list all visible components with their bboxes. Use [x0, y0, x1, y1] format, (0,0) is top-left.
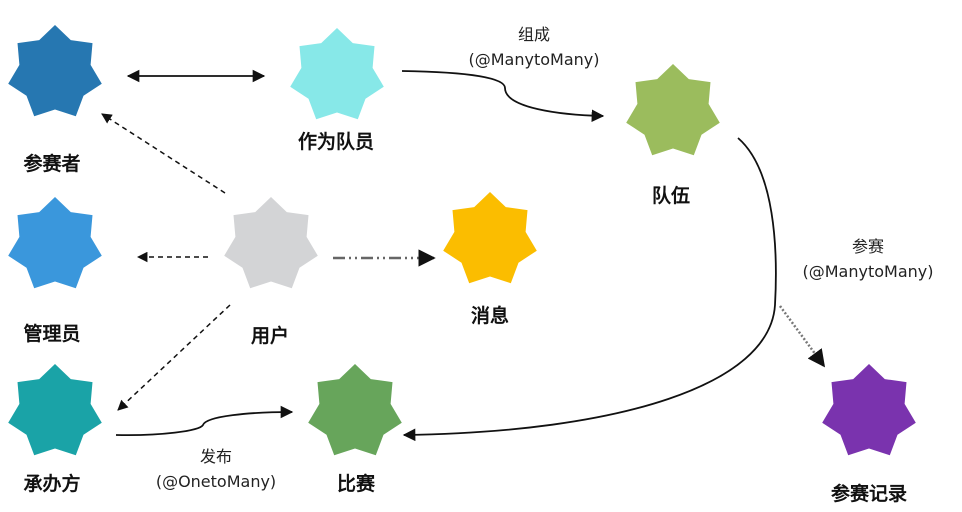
- compose-label: 组成: [518, 25, 550, 44]
- user-label: 用户: [251, 324, 289, 347]
- team-entryrecord-edge: [778, 305, 826, 368]
- team-competition-edge: [402, 137, 777, 442]
- admin-label: 管理员: [23, 322, 80, 345]
- message-node: [443, 192, 537, 284]
- participant-label: 参赛者: [23, 152, 80, 175]
- organizer-label: 承办方: [23, 472, 80, 495]
- competition-node: [308, 364, 402, 456]
- organizer-node: [8, 364, 102, 456]
- user-organizer-edge: [117, 304, 231, 411]
- entry-record-node: [822, 364, 916, 456]
- publish-cardinality: (@OnetoMany): [156, 472, 276, 491]
- team-label: 队伍: [652, 184, 690, 207]
- compose-edge: [401, 70, 605, 123]
- team-node: [626, 64, 720, 156]
- compose-cardinality: (@ManytoMany): [469, 50, 600, 69]
- team-member-label: 作为队员: [298, 130, 374, 153]
- entry-record-label: 参赛记录: [831, 482, 907, 505]
- participant-node: [8, 25, 102, 117]
- publish-edge: [115, 405, 294, 437]
- competition-label: 比赛: [337, 472, 376, 495]
- enter-label: 参赛: [852, 237, 884, 256]
- enter-cardinality: (@ManytoMany): [803, 262, 934, 281]
- publish-label: 发布: [200, 447, 232, 466]
- user-node: [224, 197, 318, 289]
- user-participant-edge: [101, 113, 226, 194]
- team-member-node: [290, 28, 384, 120]
- message-label: 消息: [471, 304, 509, 327]
- admin-node: [8, 197, 102, 289]
